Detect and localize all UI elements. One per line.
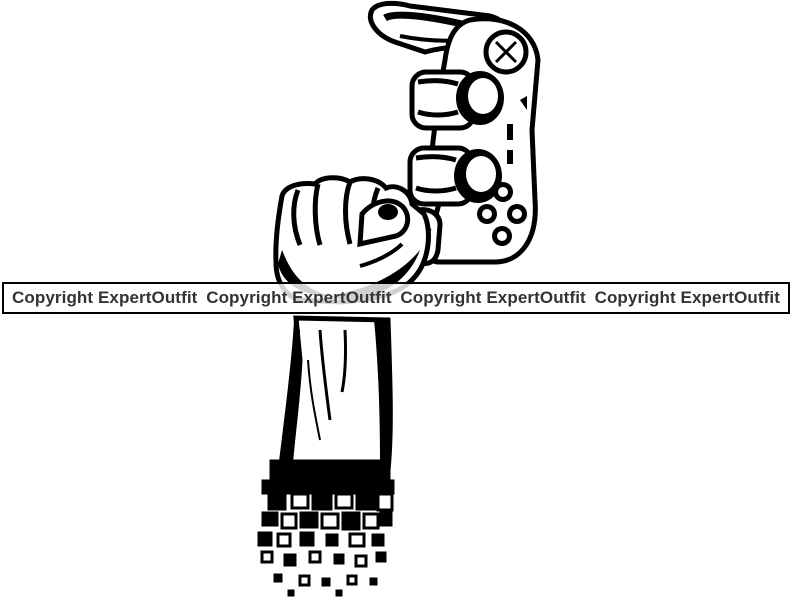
copyright-watermark-band: Copyright ExpertOutfit Copyright ExpertO… [2,282,790,314]
copyright-watermark-text: Copyright ExpertOutfit [206,288,392,307]
copyright-watermark-text: Copyright ExpertOutfit [12,288,198,307]
copyright-watermark-text: Copyright ExpertOutfit [594,288,780,307]
forearm-icon [278,315,393,473]
copyright-watermark-text: Copyright ExpertOutfit [400,288,586,307]
pixel-fragments-icon [257,459,395,597]
gamepad-icon [368,0,541,266]
